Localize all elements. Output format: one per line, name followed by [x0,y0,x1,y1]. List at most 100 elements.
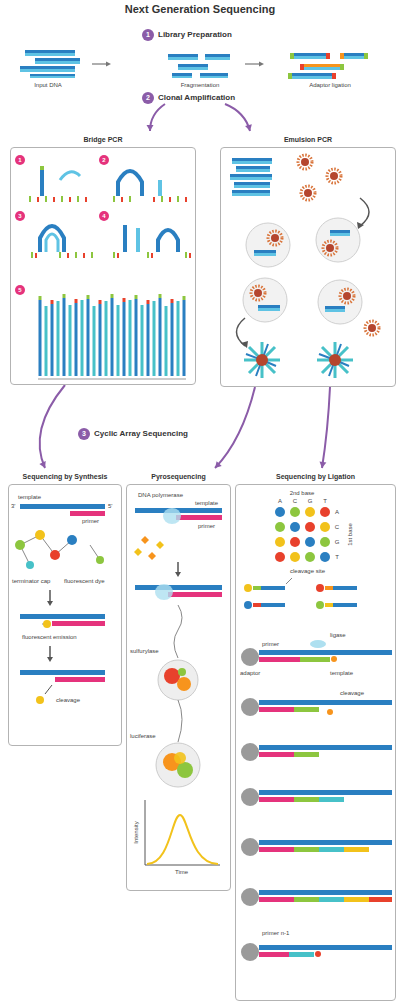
ligation-stage [259,650,392,655]
ligation-stage [319,797,344,802]
ligation-stage [320,537,330,547]
adaptor-fragments [340,64,344,70]
pyro-stage [148,552,156,560]
emulsion-pcr-stage [232,158,272,161]
pyro-stage [163,508,181,524]
emulsion-pcr-stage [298,155,312,169]
flow-arrow [215,387,255,468]
pyro-stage [174,605,182,658]
annotation-label: G [308,498,313,505]
ligation-stage [259,700,392,705]
sbs-stage [55,677,105,682]
ligation-stage [259,707,294,712]
ligation-stage [241,943,259,961]
panel-title: Sequencing by Synthesis [8,472,122,481]
pyro-stage [135,585,222,590]
ligation-stage [294,797,319,802]
ligation-stage [320,522,330,532]
method-panel: Bridge PCR12345 [10,131,196,385]
sbs-stage [45,685,52,694]
emulsion-pcr-stage [357,222,364,229]
pyro-stage [156,743,200,787]
dna-fragments [172,76,192,78]
pyro-stage [141,536,149,544]
stage-title: Cyclic Array Sequencing [94,429,188,439]
annotation-label: T [335,554,339,561]
ligation-stage [241,888,259,906]
ligation-stage [259,890,392,895]
adaptor-fragments [344,53,364,56]
emulsion-pcr-stage [243,278,287,322]
dna-fragments [168,54,198,57]
adaptor-fragments [288,53,368,79]
dna-fragments [172,73,192,76]
annotation-label: A [335,509,339,516]
bridge-pcr-stage [52,298,172,304]
bridge-pcr-stage [136,228,140,252]
emulsion-pcr-stage [236,169,270,172]
dna-fragments [200,76,228,78]
annotation-label: luciferase [130,733,156,740]
pyro-stage [177,677,191,691]
flow-line [40,385,65,468]
ligation-stage [305,552,315,562]
annotation-label: C [293,498,297,505]
panel-title: Bridge PCR [10,135,196,144]
step-arrow [245,63,261,64]
flow-arrow [147,104,166,131]
step-arrow [106,62,111,67]
annotation-label: Adaptor ligation [309,82,351,89]
pyro-stage [156,541,164,549]
dna-fragments [168,54,230,78]
pyro-stage [175,572,181,577]
sbs-stage [50,550,60,560]
bridge-pcr-stage [114,196,178,202]
ligation-stage [305,522,315,532]
pyro-stage [178,668,186,676]
emulsion-pcr-stage [244,342,280,378]
ligation-stage [290,522,300,532]
annotation-label: Input DNA [34,82,62,89]
sbs-stage [20,614,105,619]
ligation-stage [319,897,344,902]
ligation-stage [259,790,392,795]
annotation-label: sulfurylase [130,648,159,655]
annotation-label: C [335,524,339,531]
step-arrow [92,63,108,64]
bridge-pcr-stage [36,253,84,258]
emulsion-pcr-stage [230,155,379,378]
ligation-stage [259,847,294,852]
emulsion-pcr-stage [246,344,276,376]
sbs-stage [52,621,105,626]
bridge-pcr-stage [118,171,142,196]
dna-fragments [205,54,230,57]
input-dna [20,66,75,69]
step-arrow [259,62,264,67]
ligation-stage [294,847,319,852]
bridge-pcr-stage [46,234,58,252]
stage-heading: 3Cyclic Array Sequencing [78,428,188,440]
emulsion-pcr-stage [268,231,282,245]
sbs-stage [47,601,53,606]
bridge-pcr-stage [38,379,186,380]
adaptor-fragments [292,73,332,76]
ligation-stage [319,847,344,852]
bridge-pcr-stage [30,166,190,379]
ligation-stage [241,507,392,961]
input-dna [25,53,75,56]
ligation-stage [289,952,314,957]
arrow-head [147,125,154,131]
ligation-stage [294,897,319,902]
bridge-pcr-stage [114,252,186,258]
annotation-label: cleavage [340,690,364,697]
emulsion-pcr-stage [330,230,350,233]
ligation-stage [300,657,330,662]
bridge-pcr-stage [46,300,178,376]
sbs-stage [20,504,105,509]
emulsion-pcr-stage [251,286,265,300]
adaptor-fragments [332,73,336,79]
flow-arrow [319,387,330,468]
dna-fragments [200,73,228,76]
step-number-circle: 3 [15,211,25,221]
annotation-label: 5' [108,503,112,510]
